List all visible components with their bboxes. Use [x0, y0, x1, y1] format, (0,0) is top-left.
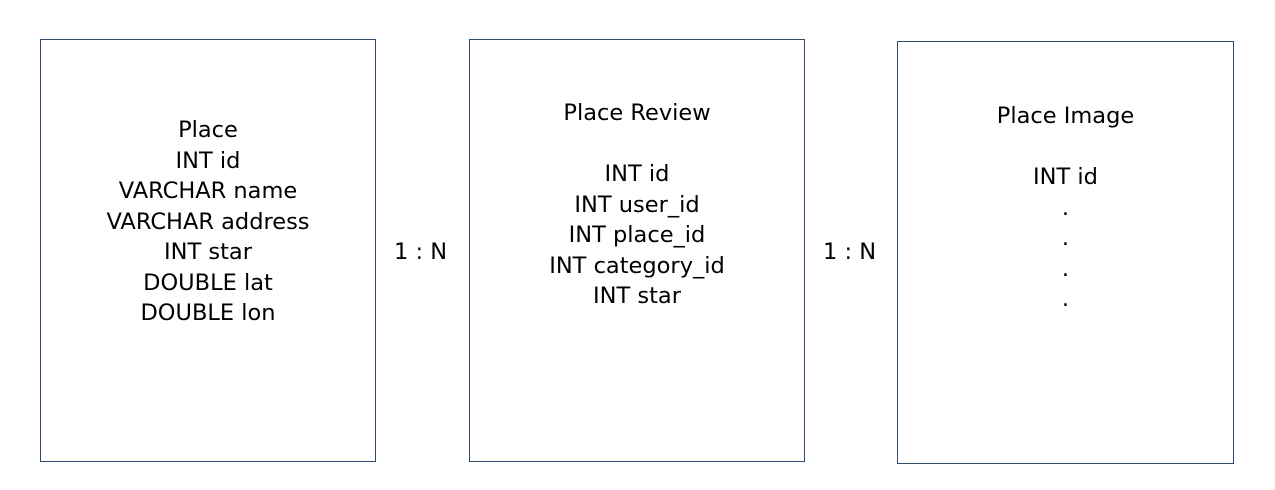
entity-place-field: DOUBLE lat	[143, 269, 273, 296]
entity-place-field: DOUBLE lon	[140, 300, 276, 326]
entity-review-field: INT category_id	[549, 252, 725, 279]
entity-place-box: Place INT id VARCHAR name VARCHAR addres…	[40, 39, 376, 462]
entity-image-ellipsis-dot: .	[1061, 255, 1070, 282]
entity-place-field: VARCHAR name	[118, 178, 298, 204]
relation-review-image-label: 1 : N	[823, 239, 877, 265]
entity-review-title: Place Review	[563, 100, 711, 126]
entity-review-box: Place Review INT id INT user_id INT plac…	[469, 39, 805, 462]
entity-place-field: INT star	[164, 239, 252, 265]
entity-image-content: Place Image INT id . . . .	[898, 101, 1233, 315]
entity-review-field: INT user_id	[574, 191, 700, 218]
entity-review-field: INT id	[604, 161, 670, 187]
entity-review-field: INT place_id	[568, 222, 706, 248]
entity-review-spacer	[470, 129, 804, 160]
entity-review-field: INT star	[593, 283, 681, 309]
entity-image-ellipsis-dot: .	[1061, 286, 1070, 312]
entity-image-ellipsis-dot: .	[1061, 225, 1070, 251]
entity-place-field: INT id	[175, 147, 241, 174]
entity-place-title: Place	[178, 117, 238, 143]
relation-place-review-label: 1 : N	[394, 239, 448, 265]
entity-image-box: Place Image INT id . . . .	[897, 41, 1234, 464]
entity-image-ellipsis-dot: .	[1061, 194, 1070, 221]
entity-image-spacer	[898, 132, 1233, 163]
entity-place-field: VARCHAR address	[106, 208, 310, 235]
entity-review-content: Place Review INT id INT user_id INT plac…	[470, 98, 804, 312]
entity-image-field: INT id	[1033, 164, 1098, 190]
entity-place-content: Place INT id VARCHAR name VARCHAR addres…	[41, 115, 375, 329]
entity-image-title: Place Image	[996, 103, 1135, 129]
